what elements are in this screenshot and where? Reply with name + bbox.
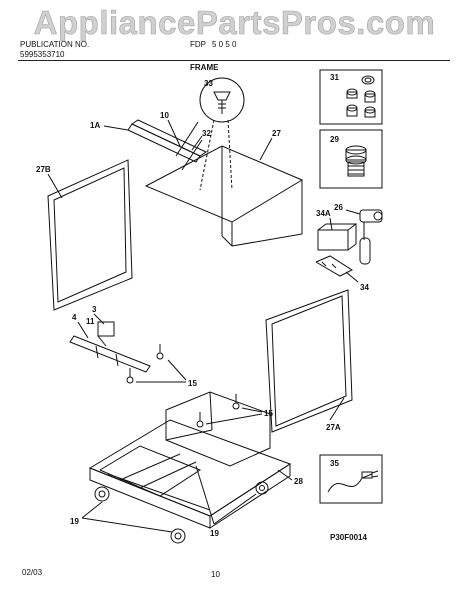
callout-15b: 15 — [264, 409, 273, 418]
leader-32 — [191, 135, 203, 151]
leader-15b2 — [205, 413, 263, 425]
brace-part-32 — [175, 121, 203, 171]
callout-31: 31 — [330, 73, 339, 82]
leader-27B — [47, 173, 63, 199]
leader-26 — [345, 209, 361, 215]
callout-34: 34 — [360, 283, 369, 292]
bracket-part-4 — [69, 335, 151, 373]
callout-4: 4 — [72, 313, 77, 322]
screw-part-33-inset — [199, 77, 245, 123]
leader-19a — [81, 501, 103, 519]
seal-rings-part-31 — [346, 75, 376, 118]
callout-27A: 27A — [326, 423, 341, 432]
publication-number: 5995353710 — [20, 50, 65, 59]
leveling-screw-15a — [126, 344, 164, 384]
base-part-28 — [88, 391, 292, 529]
callout-26: 26 — [334, 203, 343, 212]
bracket-part-34A — [317, 223, 357, 251]
callout-33: 33 — [204, 79, 213, 88]
leader-19b — [195, 465, 215, 525]
leader-27 — [259, 137, 273, 161]
footer-date: 02/03 — [22, 568, 43, 577]
leader-34 — [345, 271, 359, 283]
callout-15a: 15 — [188, 379, 197, 388]
model-number-partial: 5 0 5 0 — [212, 40, 237, 49]
leader-28 — [277, 469, 293, 481]
fitting-part-29 — [345, 145, 367, 177]
footer-page-number: 10 — [211, 570, 220, 579]
callout-27: 27 — [272, 129, 281, 138]
leader-10 — [167, 119, 181, 147]
leader-19a2 — [81, 517, 173, 533]
side-panel-part-27A — [265, 289, 353, 433]
callout-27B: 27B — [36, 165, 51, 174]
callout-3: 3 — [92, 305, 97, 314]
power-cord-part-35 — [327, 470, 379, 493]
callout-29: 29 — [330, 135, 339, 144]
clip-part-34 — [315, 255, 354, 277]
callout-32: 32 — [202, 129, 211, 138]
bracket-part-3 — [97, 321, 115, 347]
leader-33b — [227, 119, 233, 191]
callout-10: 10 — [160, 111, 169, 120]
publication-label: PUBLICATION NO. — [20, 40, 90, 49]
inset-box-35 — [319, 454, 383, 504]
leader-15b — [241, 407, 263, 413]
leader-4 — [77, 321, 89, 339]
side-panel-part-27B — [47, 159, 133, 311]
watermark-logo: AppliancePartsPros.com — [33, 4, 436, 42]
callout-19a: 19 — [70, 517, 79, 526]
leader-33 — [199, 119, 215, 191]
leader-34A — [329, 217, 333, 231]
header-rule — [18, 60, 450, 61]
model-number-prefix: FDP — [190, 40, 206, 49]
callout-28: 28 — [294, 477, 303, 486]
leader-15a — [167, 359, 187, 381]
callout-35: 35 — [330, 459, 339, 468]
section-title: FRAME — [190, 63, 219, 72]
callout-34A: 34A — [316, 209, 331, 218]
caster-wheels-part-19 — [94, 481, 269, 544]
callout-11: 11 — [86, 317, 95, 326]
inset-box-31 — [319, 69, 383, 125]
water-valve-part-26 — [359, 209, 383, 265]
inset-box-29 — [319, 129, 383, 189]
leader-1A — [103, 125, 129, 131]
figure-code: P30F0014 — [330, 533, 367, 542]
callout-19b: 19 — [210, 529, 219, 538]
leader-27A — [329, 397, 345, 421]
front-rail-part-1A — [127, 119, 208, 163]
callout-1A: 1A — [90, 121, 100, 130]
top-frame-panel — [144, 145, 304, 247]
leader-19b2 — [213, 493, 257, 525]
leader-3 — [93, 313, 105, 325]
